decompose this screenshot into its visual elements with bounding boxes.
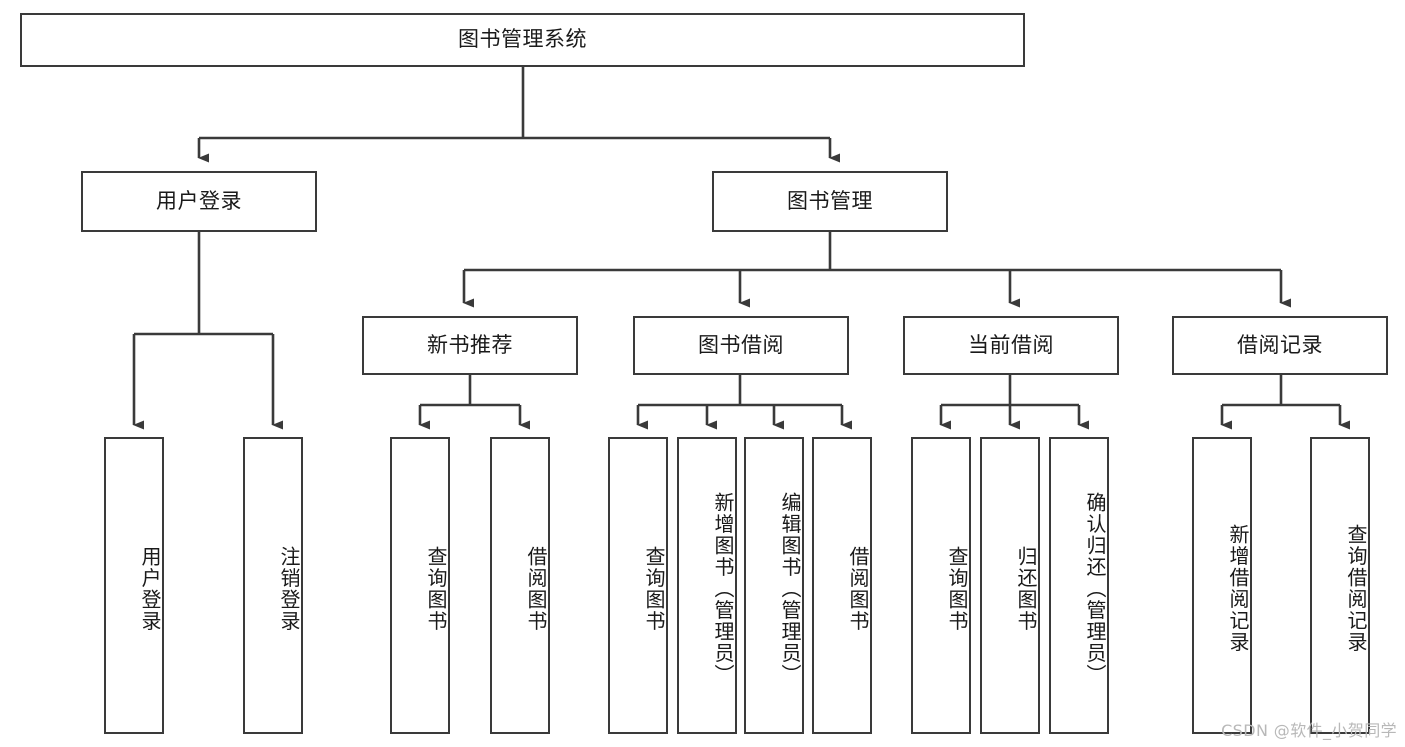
node-borrow-record[interactable]: 借阅记录 <box>1172 316 1388 375</box>
leaf-current-borrow-query[interactable]: 查询图书 <box>911 437 971 734</box>
leaf-book-borrow-query[interactable]: 查询图书 <box>608 437 668 734</box>
node-book-borrow[interactable]: 图书借阅 <box>633 316 849 375</box>
node-label: 图书管理系统 <box>458 27 587 52</box>
node-label: 借阅图书 <box>846 545 870 632</box>
node-label: 借阅图书 <box>524 545 548 632</box>
node-current-borrow[interactable]: 当前借阅 <box>903 316 1119 375</box>
node-label: 用户登录 <box>156 188 242 213</box>
node-label: 查询借阅记录 <box>1344 524 1368 653</box>
node-label: 图书管理 <box>787 188 873 213</box>
leaf-current-borrow-confirm-return[interactable]: 确认归还（管理员） <box>1049 437 1109 734</box>
node-label: 归还图书 <box>1014 545 1038 632</box>
node-label: 新书推荐 <box>427 332 513 357</box>
node-label: 注销登录 <box>277 545 301 632</box>
csdn-watermark: CSDN @软件_小贺同学 <box>1221 721 1397 740</box>
leaf-borrow-record-query[interactable]: 查询借阅记录 <box>1310 437 1370 734</box>
node-book-management[interactable]: 图书管理 <box>712 171 948 232</box>
node-label: 查询图书 <box>945 545 969 632</box>
leaf-new-book-query[interactable]: 查询图书 <box>390 437 450 734</box>
node-label: 新增图书（管理员） <box>711 491 735 686</box>
node-label: 用户登录 <box>138 545 162 632</box>
node-label: 图书借阅 <box>698 332 784 357</box>
node-book-management-system[interactable]: 图书管理系统 <box>20 13 1025 67</box>
node-label: 查询图书 <box>424 545 448 632</box>
leaf-current-borrow-return[interactable]: 归还图书 <box>980 437 1040 734</box>
node-label: 借阅记录 <box>1237 332 1323 357</box>
node-label: 新增借阅记录 <box>1226 524 1250 653</box>
leaf-book-borrow-add[interactable]: 新增图书（管理员） <box>677 437 737 734</box>
leaf-book-borrow-borrow[interactable]: 借阅图书 <box>812 437 872 734</box>
node-user-login[interactable]: 用户登录 <box>81 171 317 232</box>
node-label: 编辑图书（管理员） <box>778 491 802 686</box>
node-label: 当前借阅 <box>968 332 1054 357</box>
leaf-user-login-login[interactable]: 用户登录 <box>104 437 164 734</box>
leaf-new-book-borrow[interactable]: 借阅图书 <box>490 437 550 734</box>
leaf-user-login-logout[interactable]: 注销登录 <box>243 437 303 734</box>
leaf-book-borrow-edit[interactable]: 编辑图书（管理员） <box>744 437 804 734</box>
node-label: 确认归还（管理员） <box>1083 491 1107 686</box>
node-new-book-recommend[interactable]: 新书推荐 <box>362 316 578 375</box>
node-label: 查询图书 <box>642 545 666 632</box>
leaf-borrow-record-add[interactable]: 新增借阅记录 <box>1192 437 1252 734</box>
